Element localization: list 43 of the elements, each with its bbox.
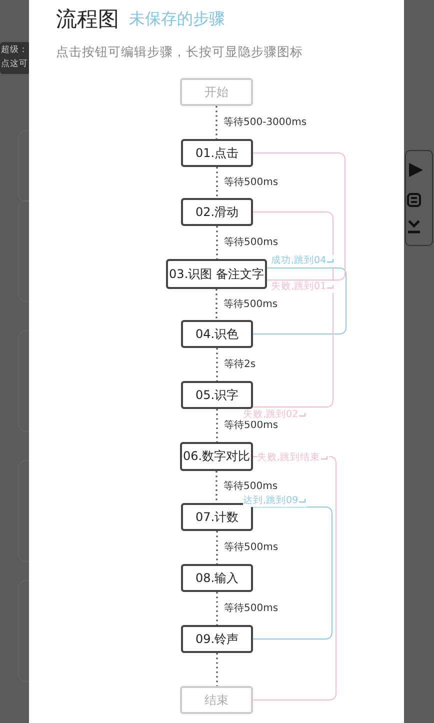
edge-label: 成功,跳到04: [271, 255, 336, 267]
edge-label: 失败,跳到02: [243, 409, 308, 421]
edge-label: 等待500ms: [223, 176, 280, 188]
dotted-connector: [216, 348, 218, 381]
edge-label: 等待2s: [223, 358, 257, 370]
tooltip-text: 点这可: [1, 58, 28, 70]
edge-label: 等待500ms: [223, 236, 280, 248]
dotted-connector: [216, 471, 218, 503]
edge-label: 等待500ms: [223, 542, 280, 554]
edge-label: 失败,跳到01: [271, 281, 336, 293]
dotted-connector: [216, 167, 218, 198]
edge-label: 等待500ms: [223, 602, 280, 614]
dotted-connector: [216, 653, 218, 686]
step-box: 06.数字对比: [180, 442, 253, 471]
step-box: 03.识图 备注文字: [166, 259, 267, 289]
dotted-connector: [216, 409, 218, 442]
status-text: 未保存的步骤: [129, 9, 225, 30]
edge-label: 等待500ms: [222, 481, 279, 493]
jump-connector: [252, 212, 334, 408]
diagram-title: 流程图: [56, 6, 119, 33]
step-box: 07.计数: [181, 503, 253, 531]
edge-label: 等待500ms: [222, 298, 279, 310]
jump-connector: [252, 506, 332, 640]
step-box: 04.识色: [181, 320, 253, 348]
step-box: 02.滑动: [181, 198, 253, 226]
terminal-box: 开始: [180, 78, 253, 106]
dotted-connector: [216, 106, 218, 139]
dotted-connector: [216, 289, 218, 320]
dotted-connector: [216, 531, 218, 564]
step-box: 01.点击: [181, 139, 253, 167]
dotted-connector: [216, 592, 218, 625]
step-box: 09.铃声: [181, 625, 253, 653]
jump-connector: [252, 152, 346, 280]
terminal-box: 结束: [180, 686, 253, 714]
jump-connector: [252, 268, 346, 334]
step-box: 08.输入: [181, 564, 253, 592]
instruction-text: 点击按钮可编辑步骤，长按可显隐步骤图标: [56, 44, 303, 61]
edge-label: 达到,跳到09: [243, 495, 308, 507]
tooltip-text: 超级：: [1, 44, 28, 56]
edge-label: 失败,跳到结束: [257, 452, 330, 464]
edge-label: 等待500-3000ms: [222, 116, 308, 128]
step-box: 05.识字: [181, 381, 253, 409]
dotted-connector: [216, 226, 218, 259]
